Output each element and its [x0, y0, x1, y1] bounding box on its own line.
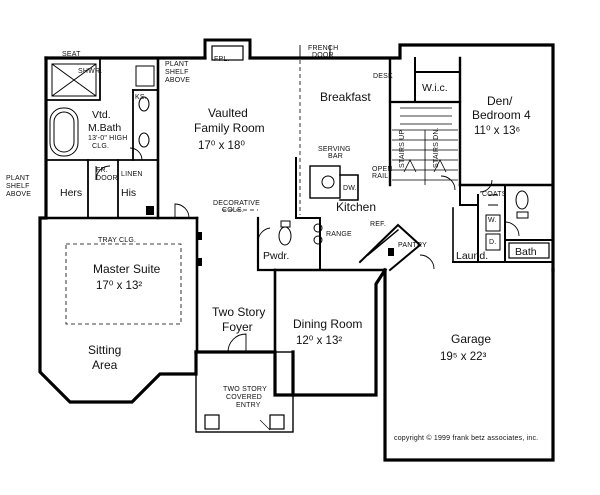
label-linen: LINEN [121, 171, 143, 178]
label-foyer-2: Foyer [222, 320, 253, 334]
label-wic: W.i.c. [422, 82, 448, 94]
label-open-rail-2: RAIL [372, 173, 388, 180]
label-family-room-2: Family Room [194, 121, 265, 135]
label-master-suite: Master Suite [93, 262, 161, 276]
label-breakfast: Breakfast [320, 90, 371, 104]
label-vtd-m-bath: Vtd. [92, 109, 111, 121]
label-dining-room: Dining Room [293, 317, 362, 331]
ceiling-lines [65, 60, 301, 325]
label-fr-door: FR. [96, 167, 108, 174]
label-garage-dim: 19⁵ x 22³ [440, 351, 486, 363]
label-ref: REF. [370, 221, 386, 228]
label-den-dim: 11⁰ x 13⁶ [474, 125, 520, 137]
covered-entry [195, 351, 294, 433]
bath-label-box [508, 242, 550, 259]
fixtures [49, 63, 529, 251]
label-dining-room-dim: 12⁰ x 13² [296, 335, 342, 347]
label-covered-entry-2: COVERED [226, 394, 262, 401]
label-ks: KS. [135, 94, 147, 101]
label-decorative-cols-2: COLS. [222, 207, 244, 214]
label-french-door-1: FRENCH [308, 45, 338, 52]
label-laundry: Laund. [456, 250, 488, 262]
label-bath: Bath [515, 246, 537, 258]
copyright-notice: copyright © 1999 frank betz associates, … [394, 434, 538, 442]
label-plant-shelf-1b: SHELF [165, 69, 189, 76]
label-vtd-m-bath-ceiling: 13'-0" HIGH [88, 135, 127, 142]
label-plant-shelf-2b: SHELF [6, 183, 30, 190]
label-foyer-1: Two Story [212, 305, 265, 319]
label-pantry: PANTRY [398, 242, 427, 249]
label-kitchen: Kitchen [336, 200, 376, 214]
label-open-rail-1: OPEN [372, 166, 393, 173]
label-den-2: Bedroom 4 [472, 108, 531, 122]
walls [38, 38, 555, 462]
label-dw: DW. [343, 185, 357, 192]
label-sitting-area-2: Area [92, 358, 118, 372]
label-master-suite-dim: 17⁰ x 13² [96, 280, 142, 292]
label-tray-ceiling: TRAY CLG. [98, 237, 136, 244]
label-plant-shelf-2a: PLANT [6, 175, 30, 182]
label-garage: Garage [451, 332, 491, 346]
label-den-1: Den/ [487, 94, 513, 108]
label-french-door-2: DOOR [312, 52, 334, 59]
label-hers: Hers [60, 187, 82, 199]
label-seat: SEAT [62, 51, 81, 58]
stairs [392, 107, 458, 185]
label-stairs-up: STAIRS UP [399, 130, 406, 168]
label-washer: W. [488, 217, 497, 224]
label-covered-entry-3: ENTRY [236, 402, 261, 409]
label-range: RANGE [326, 231, 352, 238]
label-decorative-cols-1: DECORATIVE [213, 200, 260, 207]
label-coats: COATS [482, 191, 507, 198]
label-vtd-m-bath-2: M.Bath [88, 122, 121, 134]
label-serving-bar-1: SERVING [318, 146, 351, 153]
label-shower: SHWR. [78, 68, 102, 75]
doors [95, 45, 520, 353]
label-family-room-1: Vaulted [208, 106, 248, 120]
label-plant-shelf-1c: ABOVE [165, 77, 190, 84]
label-covered-entry-1: TWO STORY [223, 386, 267, 393]
label-dryer: D. [489, 239, 496, 246]
label-plant-shelf-1a: PLANT [165, 61, 189, 68]
label-sitting-area-1: Sitting [88, 343, 121, 357]
label-fireplace: FPL. [214, 56, 230, 63]
label-his: His [121, 187, 136, 199]
label-desk: DESK [373, 73, 393, 80]
columns [146, 206, 394, 266]
label-serving-bar-2: BAR [328, 153, 343, 160]
label-plant-shelf-2c: ABOVE [6, 191, 31, 198]
label-powder: Pwdr. [263, 250, 289, 262]
label-family-room-dim: 17⁰ x 18⁰ [198, 140, 245, 152]
label-fr-door-2: DOOR [96, 175, 118, 182]
label-vtd-m-bath-ceiling-2: CLG. [92, 143, 109, 150]
label-stairs-down: STAIRS DN. [433, 127, 440, 168]
